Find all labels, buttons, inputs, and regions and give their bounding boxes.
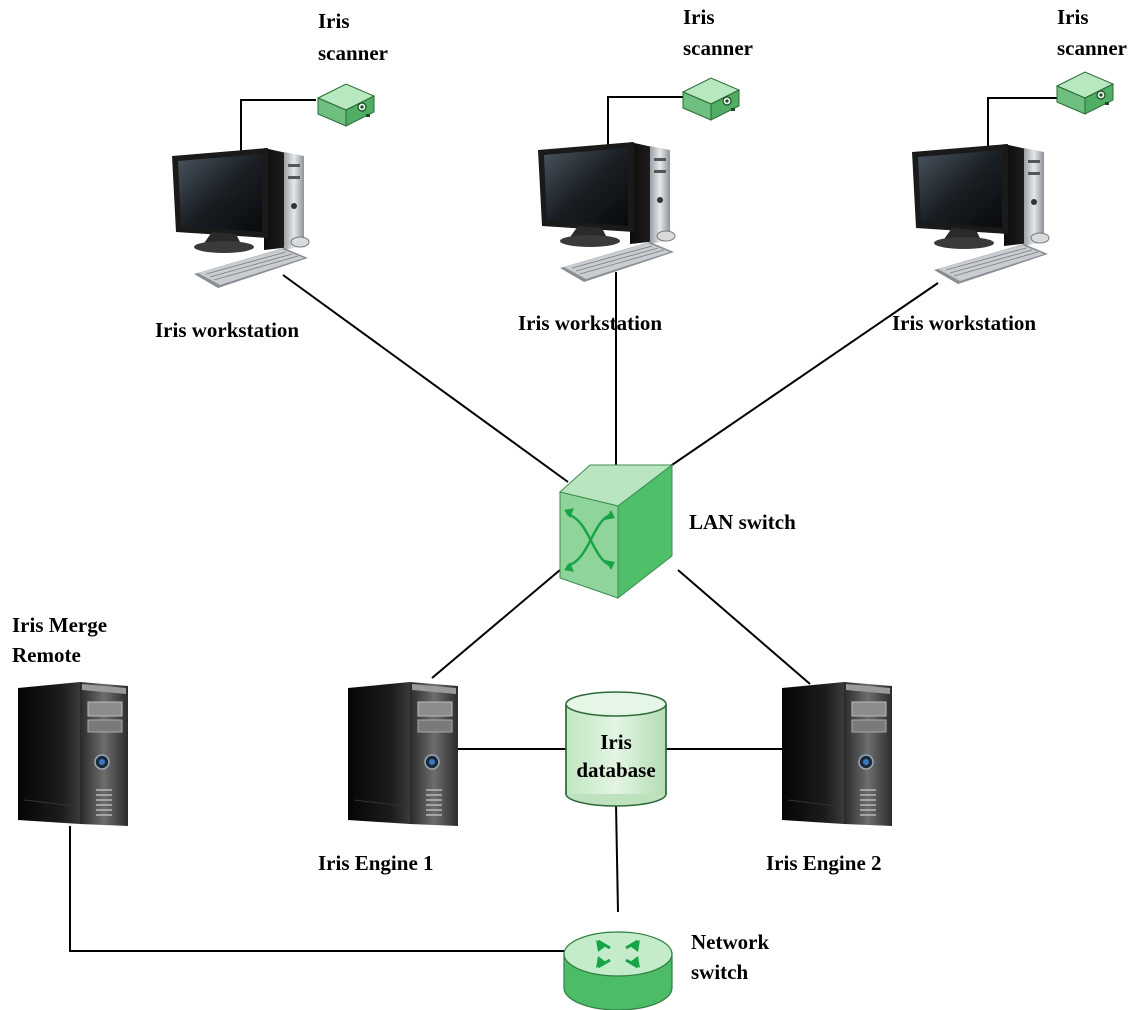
workstation-icon [912,143,1050,285]
scanner-1-label-line2: scanner [318,41,388,65]
scanner-2-label-line2: scanner [683,36,753,60]
workstation-icon [172,147,310,289]
link-lan-engine1 [431,569,561,679]
network-switch-label-line1: Network [691,930,770,954]
engine-2-label: Iris Engine 2 [766,851,882,875]
tower-server-icon [347,681,459,826]
iris-scanner-icon [682,77,740,121]
database-label-line2: database [576,758,656,782]
network-switch-icon [563,931,673,1010]
tower-server-icon [17,681,129,826]
database-label-line1: Iris [600,730,632,754]
iris-scanner-icon [317,83,375,127]
scanner-3-label-line1: Iris [1057,5,1089,29]
workstation-1-label: Iris workstation [155,318,300,342]
link-scanner-3 [987,97,1057,150]
link-ws3-lan [649,282,939,481]
workstation-3-label: Iris workstation [892,311,1037,335]
link-db-netswitch [615,803,619,913]
database-icon [565,691,667,807]
workstation-2-label: Iris workstation [518,311,663,335]
engine-1-label: Iris Engine 1 [318,851,434,875]
scanner-2-label-line1: Iris [683,5,715,29]
link-remote-netswitch [69,826,564,952]
connection-lines [69,96,1057,952]
lan-switch-label: LAN switch [689,510,796,534]
lan-switch-icon [558,463,674,600]
link-scanner-2 [607,96,683,150]
scanner-1-label-line1: Iris [318,9,350,33]
merge-remote-label-line2: Remote [12,643,81,667]
workstation-icon [538,141,676,283]
merge-remote-label-line1: Iris Merge [12,613,108,637]
link-scanner-1 [240,99,316,152]
tower-server-icon [781,681,893,826]
scanner-3-label-line2: scanner [1057,36,1127,60]
link-ws1-lan [282,274,569,483]
link-lan-engine2 [677,569,811,685]
network-switch-label-line2: switch [691,960,749,984]
iris-scanner-icon [1056,71,1114,115]
